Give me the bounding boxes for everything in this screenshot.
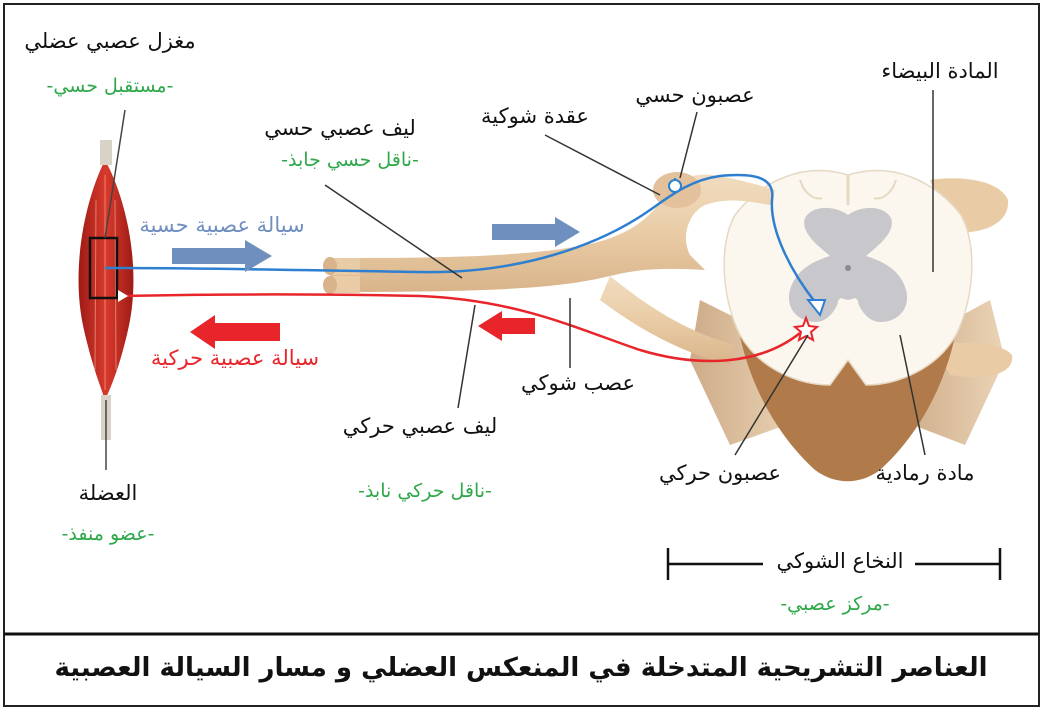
synapse-icon <box>805 299 827 318</box>
spinal-cord <box>690 169 1013 482</box>
spinal-nerve-label: عصب شوكي <box>521 371 635 395</box>
sensory-impulse-arrow <box>172 240 272 272</box>
motor-impulse-arrow-2 <box>478 311 535 341</box>
spinal-cord-label: النخاع الشوكي <box>776 549 903 573</box>
leader-lines <box>324 90 934 456</box>
sensory-impulse-arrow-2 <box>492 217 580 247</box>
spinal-ganglion-label: عقدة شوكية <box>481 104 589 128</box>
sensory-neuron-body <box>668 179 682 193</box>
afferent-conductor-label: -ناقل حسي جابذ- <box>281 149 419 171</box>
sensory-receptor-label: -مستقبل حسي- <box>47 75 174 97</box>
muscle <box>78 109 134 470</box>
sensory-fiber-label: ليف عصبي حسي <box>264 116 416 140</box>
sensory-impulse-label: سيالة عصبية حسية <box>139 213 304 237</box>
effector-organ-label: -عضو منفذ- <box>62 523 155 545</box>
nerve-center-label: -مركز عصبي- <box>780 593 889 615</box>
sensory-pathway <box>104 173 816 303</box>
motor-impulse-label: سيالة عصبية حركية <box>151 346 319 370</box>
motor-fiber-label: ليف عصبي حركي <box>343 414 497 438</box>
efferent-conductor-label: -ناقل حركي نابذ- <box>358 480 492 502</box>
spinal-nerve <box>323 172 775 365</box>
gray-matter-label: مادة رمادية <box>876 461 975 485</box>
motor-neuron-label: عصبون حركي <box>659 461 781 485</box>
white-matter-label: المادة البيضاء <box>881 59 998 83</box>
motor-pathway <box>119 293 801 363</box>
sensory-neuron-label: عصبون حسي <box>635 83 754 107</box>
motor-impulse-arrow <box>190 315 280 349</box>
muscle-label: العضلة <box>79 481 138 505</box>
muscle-spindle-label: مغزل عصبي عضلي <box>24 29 195 53</box>
caption-title: العناصر التشريحية المتدخلة في المنعكس ال… <box>54 653 987 683</box>
motor-neuron-body <box>792 315 820 343</box>
